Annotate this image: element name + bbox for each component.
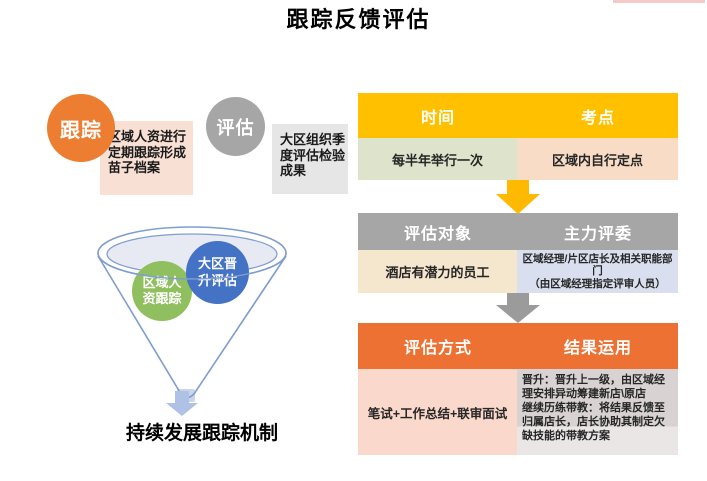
yellow-down-arrow-icon <box>496 180 540 214</box>
cell-method-value: 笔试+工作总结+联审面试 <box>358 369 517 455</box>
page-title: 跟踪反馈评估 <box>286 7 431 33</box>
funnel-circle-region-promotion-evaluation: 大区晋 升评估 <box>186 241 249 304</box>
table-row-2: 酒店有潜力的员工 区域经理/片区店长及相关职能部门 （由区域经理指定评审人员） <box>358 250 678 293</box>
header-venue: 考点 <box>580 109 615 127</box>
table-header-row-2: 评估对象 主力评委 <box>358 213 678 250</box>
evaluation-table: 时间 考点 每半年举行一次 区域内自行定点 评估对象 主力评委 酒店有潜力的员工… <box>358 93 678 455</box>
funnel-caption: 持续发展跟踪机制 <box>125 423 278 444</box>
cell-result-value: 晋升：晋升上一级，由区域经理安排异动筹建新店\原店 继续历练带教：将结果反馈至归… <box>517 369 678 455</box>
track-note-text: 区域人资进行定期跟踪形成苗子档案 <box>108 129 187 175</box>
table-row-1: 每半年举行一次 区域内自行定点 <box>358 138 678 180</box>
funnel-circle-regional-hr-tracking: 区域人 资跟踪 <box>132 261 192 321</box>
down-arrow-1 <box>358 180 678 214</box>
table-header-row-1: 时间 考点 <box>358 93 678 138</box>
evaluate-note-text: 大区组织季度评估检验成果 <box>280 132 346 178</box>
header-time: 时间 <box>420 109 455 127</box>
header-main-judges: 主力评委 <box>563 225 632 243</box>
cell-target-value: 酒店有潜力的员工 <box>358 250 517 293</box>
track-badge-label: 跟踪 <box>60 119 102 142</box>
header-result-usage: 结果运用 <box>563 340 632 357</box>
funnel-down-arrow-icon <box>166 391 198 416</box>
down-arrow-2 <box>358 293 678 323</box>
header-evaluation-target: 评估对象 <box>403 225 472 243</box>
header-evaluation-method: 评估方式 <box>403 340 472 357</box>
cell-venue-value: 区域内自行定点 <box>517 138 678 180</box>
gray-down-arrow-icon <box>496 293 540 323</box>
track-note-box: 区域人资进行定期跟踪形成苗子档案 <box>100 121 193 195</box>
evaluate-badge-circle: 评估 <box>206 97 265 156</box>
cell-judges-value: 区域经理/片区店长及相关职能部门 （由区域经理指定评审人员） <box>517 250 678 293</box>
evaluate-badge-label: 评估 <box>216 117 255 138</box>
table-row-3: 笔试+工作总结+联审面试 晋升：晋升上一级，由区域经理安排异动筹建新店\原店 继… <box>358 369 678 455</box>
track-badge-circle: 跟踪 <box>47 94 115 162</box>
top-accent-line <box>613 0 705 3</box>
evaluate-note-box: 大区组织季度评估检验成果 <box>272 124 348 194</box>
table-header-row-3: 评估方式 结果运用 <box>358 323 678 369</box>
cell-time-value: 每半年举行一次 <box>358 138 517 180</box>
